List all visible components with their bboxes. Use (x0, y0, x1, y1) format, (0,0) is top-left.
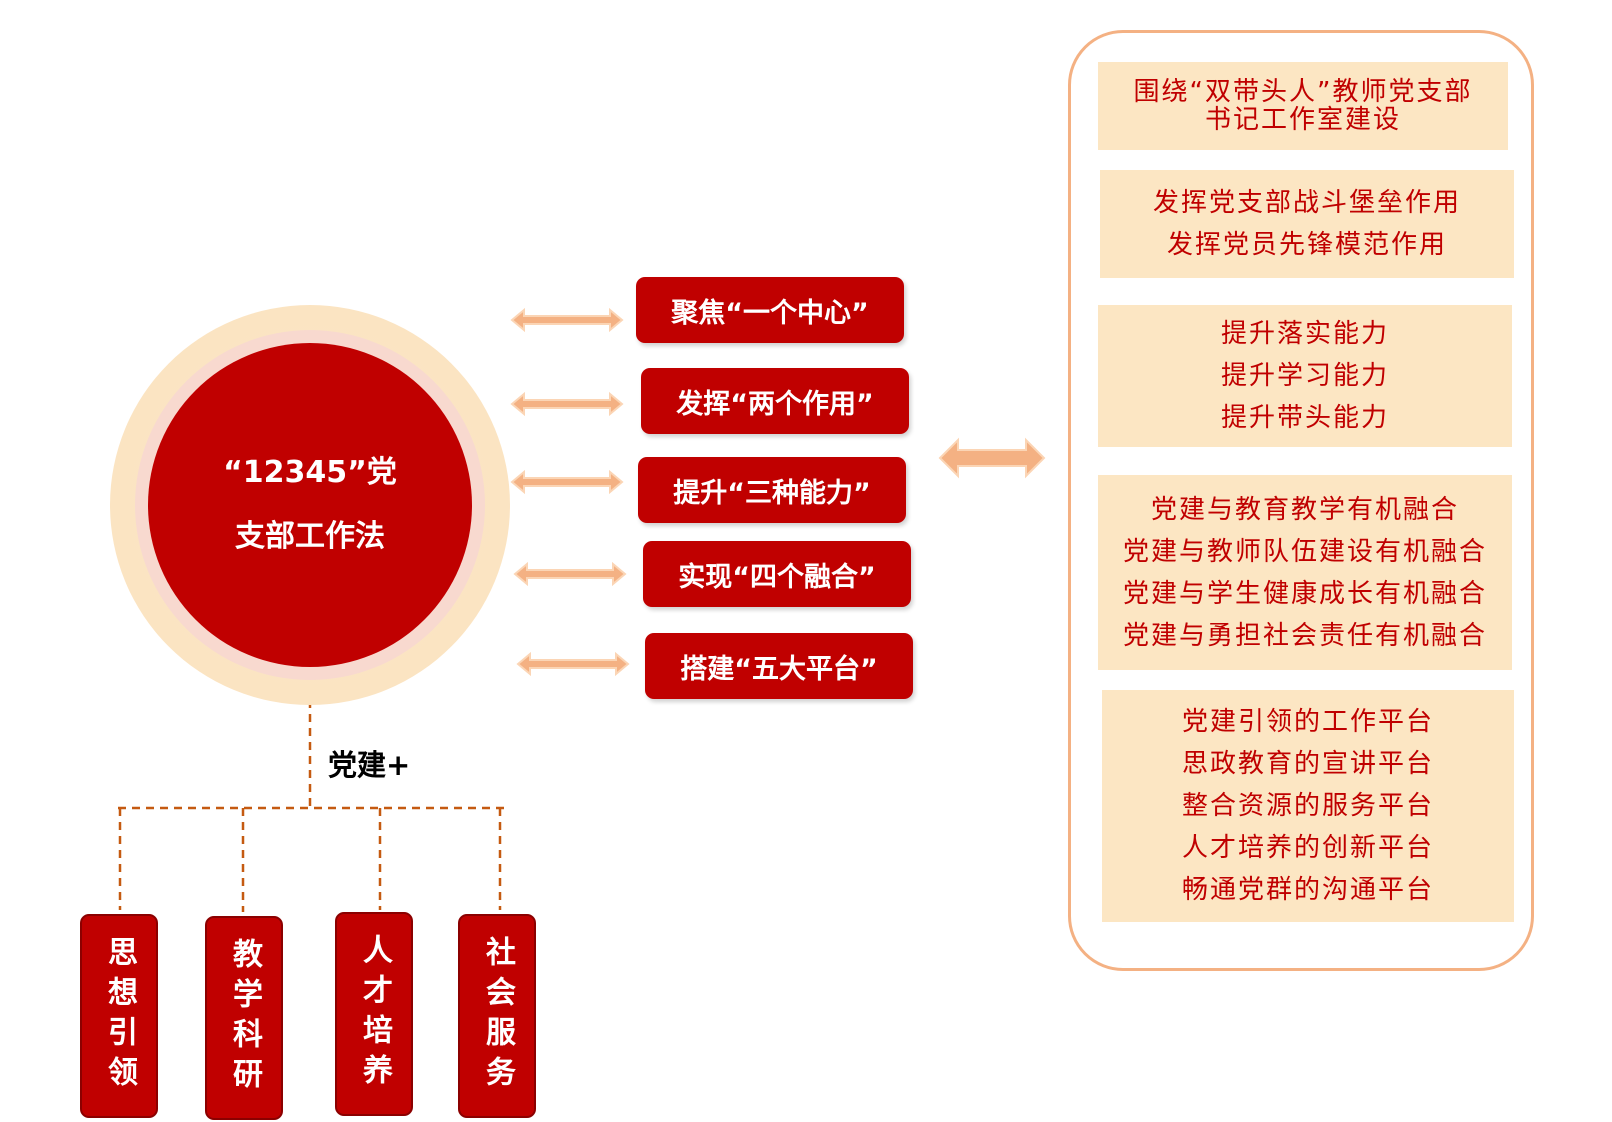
branch-label: 党建+ (328, 748, 411, 782)
bottom-box-label: 人才培养 (357, 934, 392, 1094)
arrow-3 (511, 471, 623, 493)
detail-line: 提升落实能力 (1220, 319, 1389, 349)
detail-line: 畅通党群的沟通平台 (1181, 875, 1434, 905)
detail-line: 发挥党支部战斗堡垒作用 (1152, 188, 1461, 218)
detail-box-four-integrations: 党建与教育教学有机融合 党建与教师队伍建设有机融合 党建与学生健康成长有机融合 … (1098, 475, 1512, 670)
pill-one-center: 聚焦“一个中心” (636, 277, 904, 343)
detail-line: 整合资源的服务平台 (1181, 791, 1434, 821)
arrow-to-details (938, 437, 1046, 479)
pill-two-roles: 发挥“两个作用” (641, 368, 909, 434)
pill-label: 发挥“两个作用” (676, 388, 874, 420)
bottom-box-teaching-research: 教学科研 (205, 916, 283, 1120)
detail-box-three-abilities: 提升落实能力 提升学习能力 提升带头能力 (1098, 305, 1512, 447)
dashed-tree (118, 700, 505, 912)
bottom-box-label: 教学科研 (227, 938, 262, 1098)
detail-line: 党建引领的工作平台 (1181, 707, 1434, 737)
detail-line: 党建与教师队伍建设有机融合 (1122, 536, 1487, 567)
detail-line: 党建与教育教学有机融合 (1150, 494, 1459, 525)
detail-box-five-platforms: 党建引领的工作平台 思政教育的宣讲平台 整合资源的服务平台 人才培养的创新平台 … (1102, 690, 1514, 922)
pill-five-platforms: 搭建“五大平台” (645, 633, 913, 699)
detail-line: 提升学习能力 (1220, 361, 1389, 391)
detail-line: 党建与勇担社会责任有机融合 (1122, 620, 1487, 651)
detail-box-two-roles: 发挥党支部战斗堡垒作用 发挥党员先锋模范作用 (1100, 170, 1514, 278)
arrow-2 (511, 393, 623, 415)
arrow-1 (511, 309, 623, 331)
detail-line: 人才培养的创新平台 (1181, 833, 1434, 863)
detail-line: 围绕“双带头人”教师党支部 (1133, 77, 1473, 107)
pill-label: 聚焦“一个中心” (671, 297, 869, 329)
pill-label: 搭建“五大平台” (680, 653, 878, 685)
arrow-5 (517, 653, 629, 675)
pill-label: 提升“三种能力” (673, 477, 871, 509)
detail-line: 提升带头能力 (1220, 403, 1389, 433)
center-title-line1: “12345”党 (223, 455, 397, 490)
detail-line: 党建与学生健康成长有机融合 (1122, 578, 1487, 609)
pill-four-integrations: 实现“四个融合” (643, 541, 911, 607)
pill-three-abilities: 提升“三种能力” (638, 457, 906, 523)
pill-label: 实现“四个融合” (678, 561, 876, 593)
detail-line: 发挥党员先锋模范作用 (1166, 230, 1447, 260)
bottom-box-label: 思想引领 (102, 936, 137, 1096)
detail-line: 书记工作室建设 (1204, 105, 1401, 135)
center-circle: “12345”党 支部工作法 (148, 343, 472, 667)
detail-box-secretary-studio: 围绕“双带头人”教师党支部 书记工作室建设 (1098, 62, 1508, 150)
bottom-box-talent-cultivation: 人才培养 (335, 912, 413, 1116)
arrow-4 (514, 563, 626, 585)
center-title-line2: 支部工作法 (235, 519, 385, 554)
bottom-box-label: 社会服务 (480, 936, 515, 1096)
bottom-box-ideological-guidance: 思想引领 (80, 914, 158, 1118)
detail-line: 思政教育的宣讲平台 (1181, 749, 1434, 779)
bottom-box-social-service: 社会服务 (458, 914, 536, 1118)
